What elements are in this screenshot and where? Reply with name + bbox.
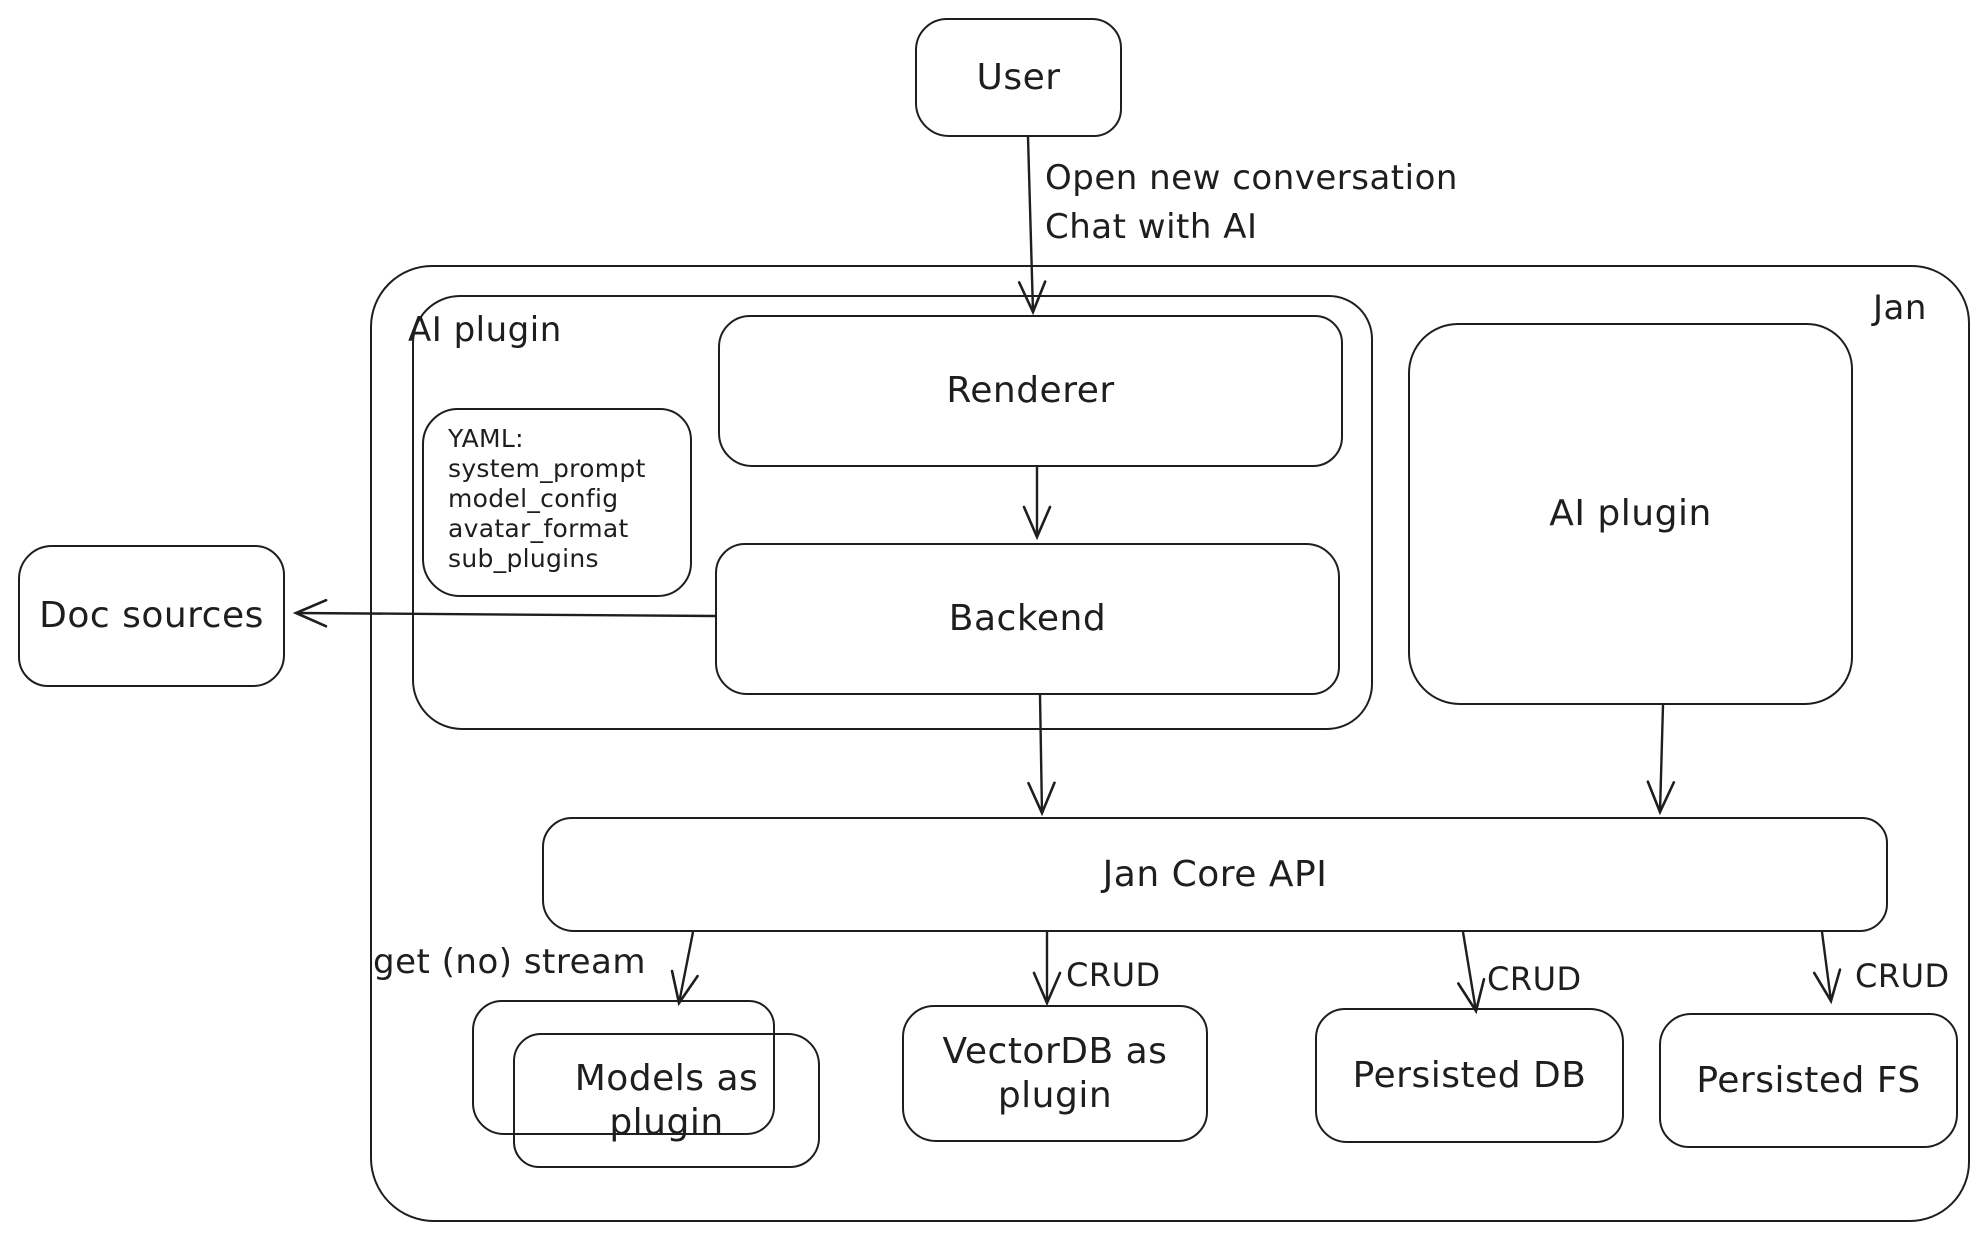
models-as-plugin-label: Models as plugin: [574, 1057, 771, 1143]
user-node: User: [915, 18, 1122, 137]
backend-label: Backend: [948, 598, 1107, 639]
yaml-note-line: YAML:: [448, 424, 524, 453]
yaml-note-line: system_prompt: [448, 454, 646, 483]
persisted-db-label: Persisted DB: [1352, 1054, 1587, 1096]
backend-node: Backend: [715, 543, 1340, 695]
renderer-label: Renderer: [946, 370, 1115, 411]
jan-container-label: Jan: [1873, 288, 1927, 328]
edge-label-crud-persisted-fs: CRUD: [1855, 957, 1950, 995]
ai-plugin-container-label: AI plugin: [408, 310, 562, 350]
ai-plugin-right-node: AI plugin: [1408, 323, 1853, 705]
jan-container: [370, 265, 1970, 1222]
persisted-fs-label: Persisted FS: [1696, 1059, 1921, 1101]
yaml-note-line: avatar_format: [448, 514, 629, 543]
ai-plugin-container: [412, 295, 1373, 730]
edge-label-user-to-renderer: Open new conversation Chat with AI: [1045, 158, 1458, 247]
models-as-plugin-back-box: [472, 1000, 775, 1135]
yaml-note-line: model_config: [448, 484, 619, 513]
jan-core-api-label: Jan Core API: [1102, 853, 1328, 895]
jan-core-api-node: Jan Core API: [542, 817, 1888, 932]
yaml-note-line: sub_plugins: [448, 544, 599, 573]
persisted-fs-node: Persisted FS: [1659, 1013, 1958, 1148]
edge-label-crud-persisted-db: CRUD: [1487, 960, 1582, 998]
edge-label-line: Open new conversation: [1045, 158, 1458, 198]
doc-sources-node: Doc sources: [18, 545, 285, 687]
vectordb-as-plugin-label: VectorDB as plugin: [942, 1030, 1180, 1116]
user-label: User: [976, 56, 1061, 98]
persisted-db-node: Persisted DB: [1315, 1008, 1624, 1143]
edge-label-line: Chat with AI: [1045, 207, 1258, 247]
doc-sources-label: Doc sources: [39, 595, 264, 636]
renderer-node: Renderer: [718, 315, 1343, 467]
vectordb-as-plugin-node: VectorDB as plugin: [902, 1005, 1208, 1142]
edge-label-get-no-stream: get (no) stream: [373, 942, 646, 982]
yaml-config-note: YAML: system_prompt model_config avatar_…: [422, 408, 692, 597]
edge-label-crud-vectordb: CRUD: [1066, 956, 1161, 994]
ai-plugin-right-label: AI plugin: [1549, 493, 1712, 534]
models-as-plugin-node: Models as plugin: [513, 1033, 820, 1168]
